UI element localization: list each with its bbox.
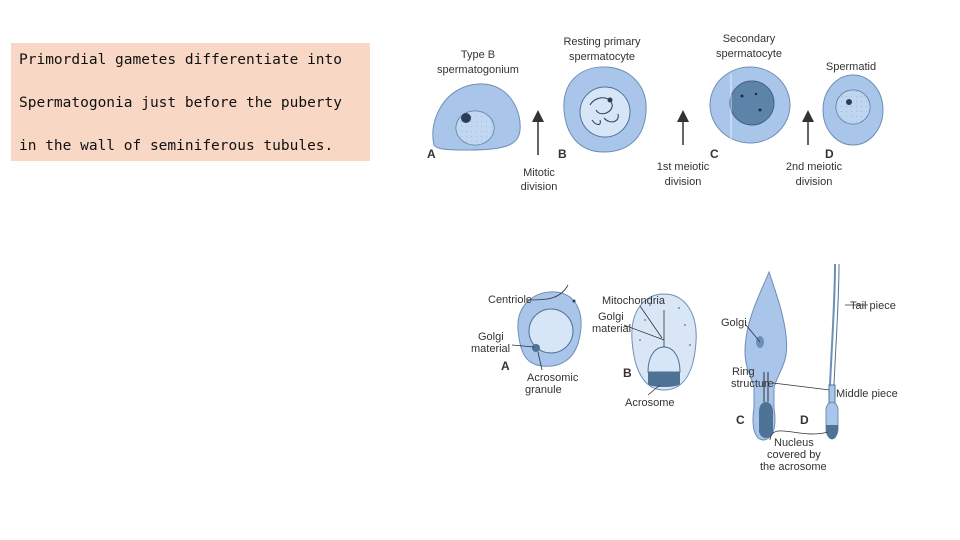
stage-a-letter: A xyxy=(501,359,510,373)
arrow3-label-1: 2nd meiotic xyxy=(786,161,843,173)
cell-b-label-1: Resting primary xyxy=(563,36,641,48)
cell-c-label-1: Secondary xyxy=(723,33,776,45)
nucleus-label-3: the acrosome xyxy=(760,461,827,473)
cell-b-label-2: spermatocyte xyxy=(569,51,635,63)
stage-d-letter: D xyxy=(800,413,809,427)
cell-a-letter: A xyxy=(427,147,436,161)
stage-c-letter: C xyxy=(736,413,745,427)
cell-b-letter: B xyxy=(558,147,567,161)
ring-pointer xyxy=(772,382,831,391)
mitochondria-label: Mitochondria xyxy=(602,295,666,307)
nucleus-label-1: Nucleus xyxy=(774,437,814,449)
cell-c-letter: C xyxy=(710,147,719,161)
nucleus-label-2: covered by xyxy=(767,449,821,461)
golgi-a-label-1: Golgi xyxy=(478,331,504,343)
nucleus-pointer xyxy=(769,430,829,441)
cell-c-label-2: spermatocyte xyxy=(716,48,782,60)
cell-c-secondary-spermatocyte xyxy=(709,66,791,144)
golgi-b-label-1: Golgi xyxy=(598,311,624,323)
text-line-3: in the wall of seminiferous tubules. xyxy=(19,138,334,154)
golgi-b-label-2: material xyxy=(592,323,631,335)
cell-b-primary-spermatocyte xyxy=(563,66,647,153)
acrosomic-pointer xyxy=(537,351,543,371)
acrosomic-label-1: Acrosomic xyxy=(527,372,579,384)
arrow1-label-1: Mitotic xyxy=(523,167,555,179)
centriole-pointer xyxy=(527,284,569,301)
golgi-c-label: Golgi xyxy=(721,317,747,329)
golgi-a-pointer xyxy=(511,344,535,348)
text-line-1: Primordial gametes differentiate into xyxy=(19,52,343,68)
ring-label-2: structure xyxy=(731,378,774,390)
ring-label-1: Ring xyxy=(732,366,755,378)
tail-piece-label: Tail piece xyxy=(850,300,896,312)
arrow2-label-1: 1st meiotic xyxy=(657,161,710,173)
stage-b-letter: B xyxy=(623,366,632,380)
arrow1-label-2: division xyxy=(521,181,558,193)
cell-a-label-1: Type B xyxy=(461,49,495,61)
cell-d-label: Spermatid xyxy=(826,61,876,73)
arrow2-label-2: division xyxy=(665,176,702,188)
stage-c-cell xyxy=(744,270,788,441)
acrosomic-label-2: granule xyxy=(525,384,562,396)
golgi-b-pointer xyxy=(623,324,665,341)
stage-d-sperm xyxy=(825,263,840,440)
centriole-label: Centriole xyxy=(488,294,532,306)
text-box: Primordial gametes differentiate into Sp… xyxy=(11,43,370,161)
text-line-2: Spermatogonia just before the puberty xyxy=(19,95,343,111)
cell-a-spermatogonium xyxy=(432,83,521,151)
middle-piece-label: Middle piece xyxy=(836,388,898,400)
stage-a-cell xyxy=(517,291,582,367)
golgi-a-label-2: material xyxy=(471,343,510,355)
cell-a-label-2: spermatogonium xyxy=(437,64,519,76)
cell-d-letter: D xyxy=(825,147,834,161)
arrow3-label-2: division xyxy=(796,176,833,188)
cell-d-spermatid xyxy=(822,74,884,146)
golgi-c-pointer xyxy=(745,324,761,343)
acrosome-label: Acrosome xyxy=(625,397,675,409)
acrosome-pointer xyxy=(647,384,661,396)
mitochondria-pointer xyxy=(639,305,663,339)
